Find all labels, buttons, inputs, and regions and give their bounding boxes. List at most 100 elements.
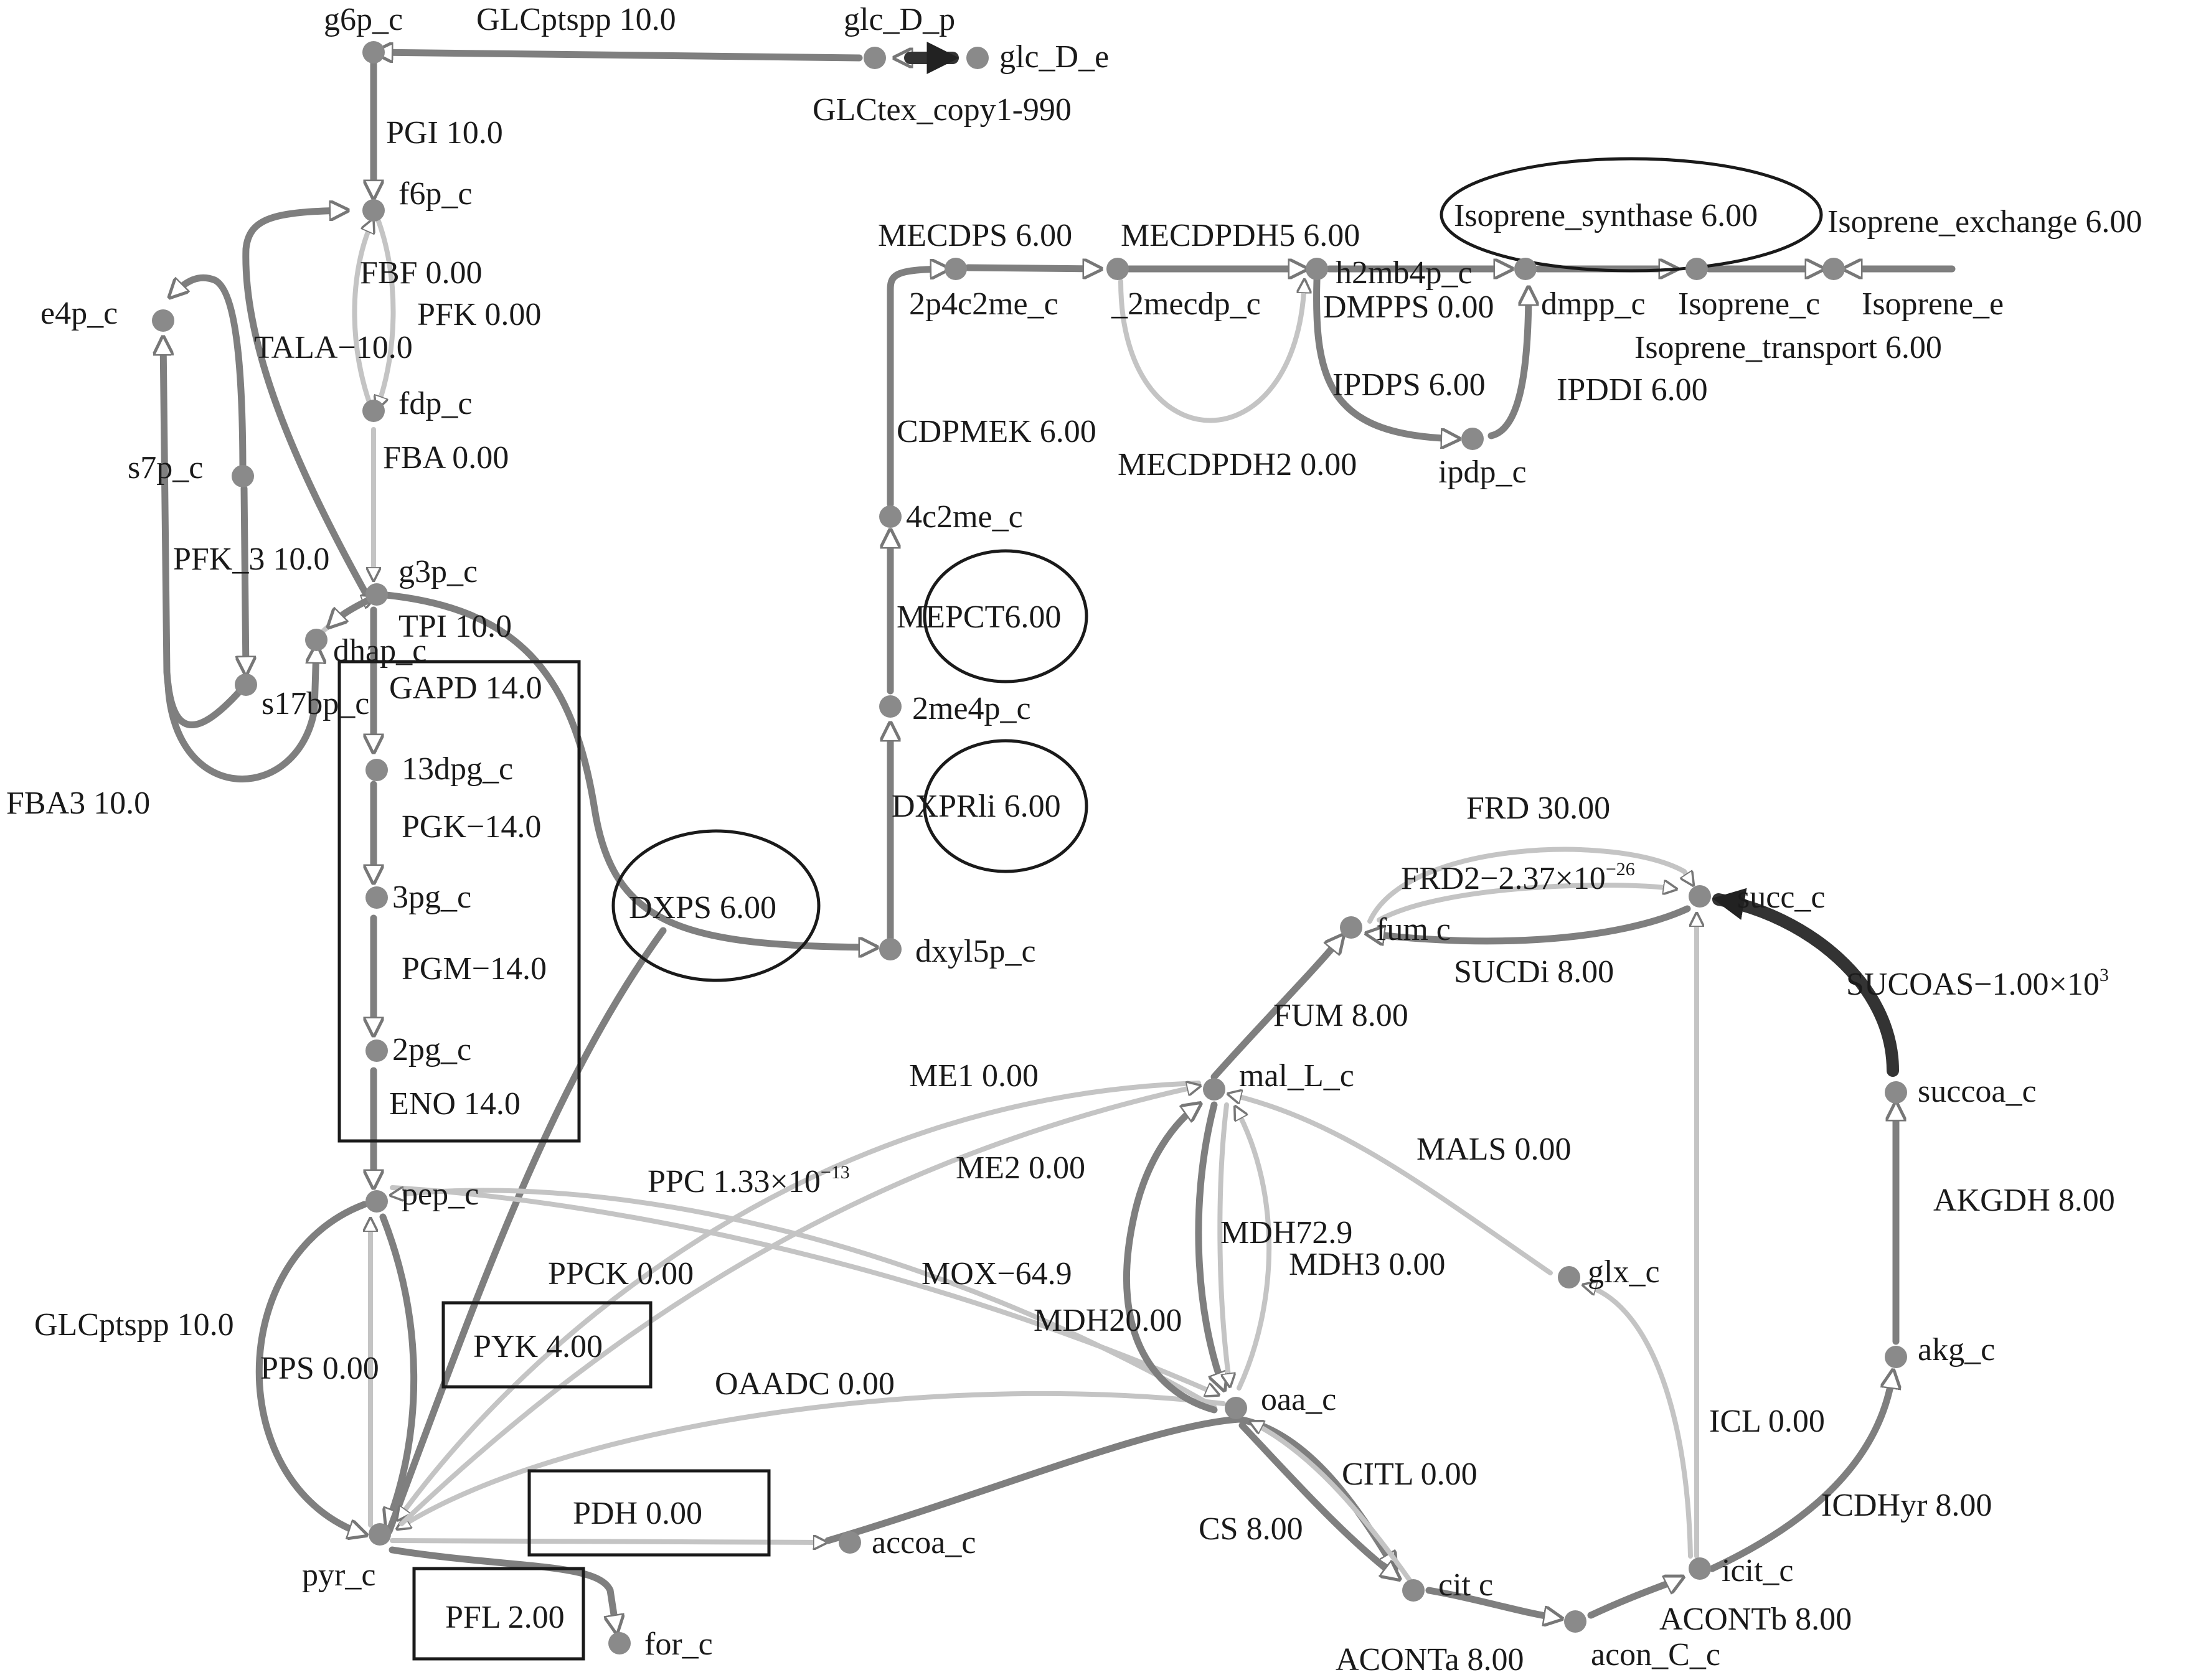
node-for bbox=[608, 1632, 631, 1654]
node-isoprene-c bbox=[1685, 258, 1708, 280]
rxn-glcptspp-left: GLCptspp 10.0 bbox=[34, 1307, 234, 1343]
rxn-ppc-base: PPC 1.33×10 bbox=[648, 1164, 821, 1199]
rxn-ppc-exponent: −13 bbox=[821, 1162, 850, 1183]
rxn-sucoas: SUCOAS−1.00×103 bbox=[1846, 965, 2109, 1002]
edge-glcptspp-top bbox=[377, 52, 863, 58]
edge-pyr-dxps bbox=[385, 927, 667, 1535]
edge-sucdi bbox=[1369, 905, 1691, 941]
rxn-isoprene-transport: Isoprene_transport 6.00 bbox=[1634, 330, 1942, 365]
edge-ipddi bbox=[1487, 289, 1529, 439]
rxn-dxprii: DXPRli 6.00 bbox=[892, 789, 1061, 824]
rxn-dmpps: DMPPS 0.00 bbox=[1323, 289, 1494, 325]
edge-icl-glx bbox=[1585, 1285, 1693, 1559]
rxn-pgi: PGI 10.0 bbox=[386, 115, 503, 151]
node-h2mb4p bbox=[1306, 258, 1328, 280]
edge-mdh2 bbox=[1236, 1108, 1272, 1391]
node-glc-d-p bbox=[864, 47, 886, 69]
edge-fum bbox=[1210, 937, 1342, 1081]
rxn-fba3: FBA3 10.0 bbox=[6, 786, 150, 821]
dxprii-highlight-ellipse bbox=[923, 739, 1088, 873]
rxn-pgm: PGM−14.0 bbox=[402, 951, 547, 987]
edge-me2 bbox=[399, 1086, 1199, 1526]
edge-s17bp-e4p bbox=[163, 339, 247, 728]
label-e4p: e4p_c bbox=[40, 296, 118, 331]
edge-pfk bbox=[377, 215, 396, 408]
rxn-pdh: PDH 0.00 bbox=[573, 1496, 702, 1531]
label-3pg: 3pg_c bbox=[392, 880, 471, 915]
edge-pdh bbox=[390, 1541, 825, 1542]
label-g6p: g6p_c bbox=[324, 2, 403, 37]
label-2pg: 2pg_c bbox=[392, 1032, 471, 1068]
node-glx bbox=[1558, 1266, 1580, 1288]
rxn-cs: CS 8.00 bbox=[1199, 1511, 1303, 1547]
rxn-acontb: ACONTb 8.00 bbox=[1659, 1602, 1852, 1637]
node-mal-l bbox=[1203, 1078, 1225, 1100]
rxn-isoprene-synthase: Isoprene_synthase 6.00 bbox=[1454, 198, 1758, 233]
label-fdp: fdp_c bbox=[398, 386, 472, 421]
rxn-mdh: MDH72.9 bbox=[1220, 1215, 1352, 1251]
rxn-mox: MOX−64.9 bbox=[922, 1256, 1072, 1292]
label-dxyl5p: dxyl5p_c bbox=[915, 934, 1036, 969]
rxn-aconta: ACONTa 8.00 bbox=[1336, 1642, 1524, 1678]
node-2p4c2me bbox=[945, 258, 967, 280]
rxn-glctex: GLCtex_copy1-990 bbox=[813, 92, 1072, 128]
rxn-tpi: TPI 10.0 bbox=[398, 609, 512, 644]
node-s7p bbox=[232, 465, 254, 487]
edge-glcptspp-left bbox=[255, 1201, 364, 1534]
mepct-highlight-ellipse bbox=[923, 549, 1088, 683]
rxn-icl: ICL 0.00 bbox=[1709, 1404, 1825, 1439]
rxn-me1: ME1 0.00 bbox=[909, 1058, 1039, 1094]
edge-tala-b bbox=[171, 274, 247, 477]
label-oaa: oaa_c bbox=[1261, 1382, 1336, 1417]
node-dmpp bbox=[1514, 258, 1537, 280]
rxn-dxps: DXPS 6.00 bbox=[629, 890, 776, 926]
edge-oaadc bbox=[398, 1391, 1226, 1528]
label-cit: cit c bbox=[1438, 1567, 1493, 1603]
label-13dpg: 13dpg_c bbox=[402, 751, 513, 787]
rxn-pfk: PFK 0.00 bbox=[417, 297, 541, 332]
rxn-pgk: PGK−14.0 bbox=[402, 809, 541, 845]
rxn-fum: FUM 8.00 bbox=[1273, 998, 1408, 1033]
node-acon-c bbox=[1564, 1610, 1586, 1633]
label-s7p: s7p_c bbox=[128, 450, 203, 486]
rxn-akgdh: AKGDH 8.00 bbox=[1933, 1183, 2115, 1218]
node-ipdp bbox=[1461, 428, 1484, 450]
edge-mdh3 bbox=[1195, 1101, 1223, 1388]
node-succoa bbox=[1885, 1081, 1907, 1104]
metabolite-nodes bbox=[152, 41, 1907, 1654]
rxn-fbp: FBF 0.00 bbox=[360, 255, 483, 291]
pyk-highlight-box bbox=[441, 1301, 653, 1389]
node-oaa bbox=[1225, 1397, 1247, 1419]
node-pep bbox=[365, 1190, 388, 1213]
node-3pg bbox=[365, 886, 388, 909]
node-cit bbox=[1402, 1579, 1425, 1602]
rxn-frd: FRD 30.00 bbox=[1466, 791, 1610, 826]
edge-aconta bbox=[1425, 1587, 1560, 1618]
node-g3p bbox=[365, 583, 388, 606]
rxn-ppc: PPC 1.33×10−13 bbox=[648, 1162, 850, 1199]
edge-mals bbox=[1230, 1094, 1553, 1275]
rxn-mepct: MEPCT6.00 bbox=[897, 599, 1061, 635]
edge-frd bbox=[1367, 847, 1692, 924]
edge-mdh-bold bbox=[1123, 1105, 1218, 1414]
pfl-highlight-box bbox=[412, 1567, 585, 1661]
label-akg: akg_c bbox=[1918, 1332, 1995, 1368]
label-2mecdp: _2mecdp_c bbox=[1111, 286, 1261, 322]
node-dhap bbox=[305, 629, 328, 651]
label-4c2me: 4c2me_c bbox=[906, 499, 1023, 535]
node-dxyl5p bbox=[879, 938, 902, 960]
edge-acontb bbox=[1587, 1574, 1681, 1619]
label-glx: glx_c bbox=[1588, 1254, 1660, 1290]
rxn-mdh3: MDH3 0.00 bbox=[1289, 1247, 1445, 1282]
label-pyr: pyr_c bbox=[302, 1557, 375, 1593]
metabolite-labels: g6p_c glc_D_p glc_D_e f6p_c e4p_c fdp_c … bbox=[40, 2, 2037, 1673]
edge-tala-a bbox=[242, 210, 371, 600]
pdh-highlight-box bbox=[527, 1469, 771, 1557]
label-fum: fum c bbox=[1376, 912, 1451, 947]
edge-frd2 bbox=[1377, 885, 1675, 922]
node-succ bbox=[1689, 885, 1711, 908]
node-isoprene-e bbox=[1822, 258, 1845, 280]
rxn-pps: PPS 0.00 bbox=[260, 1351, 379, 1386]
node-2me4p bbox=[879, 695, 902, 718]
edge-mox bbox=[1217, 1102, 1230, 1385]
